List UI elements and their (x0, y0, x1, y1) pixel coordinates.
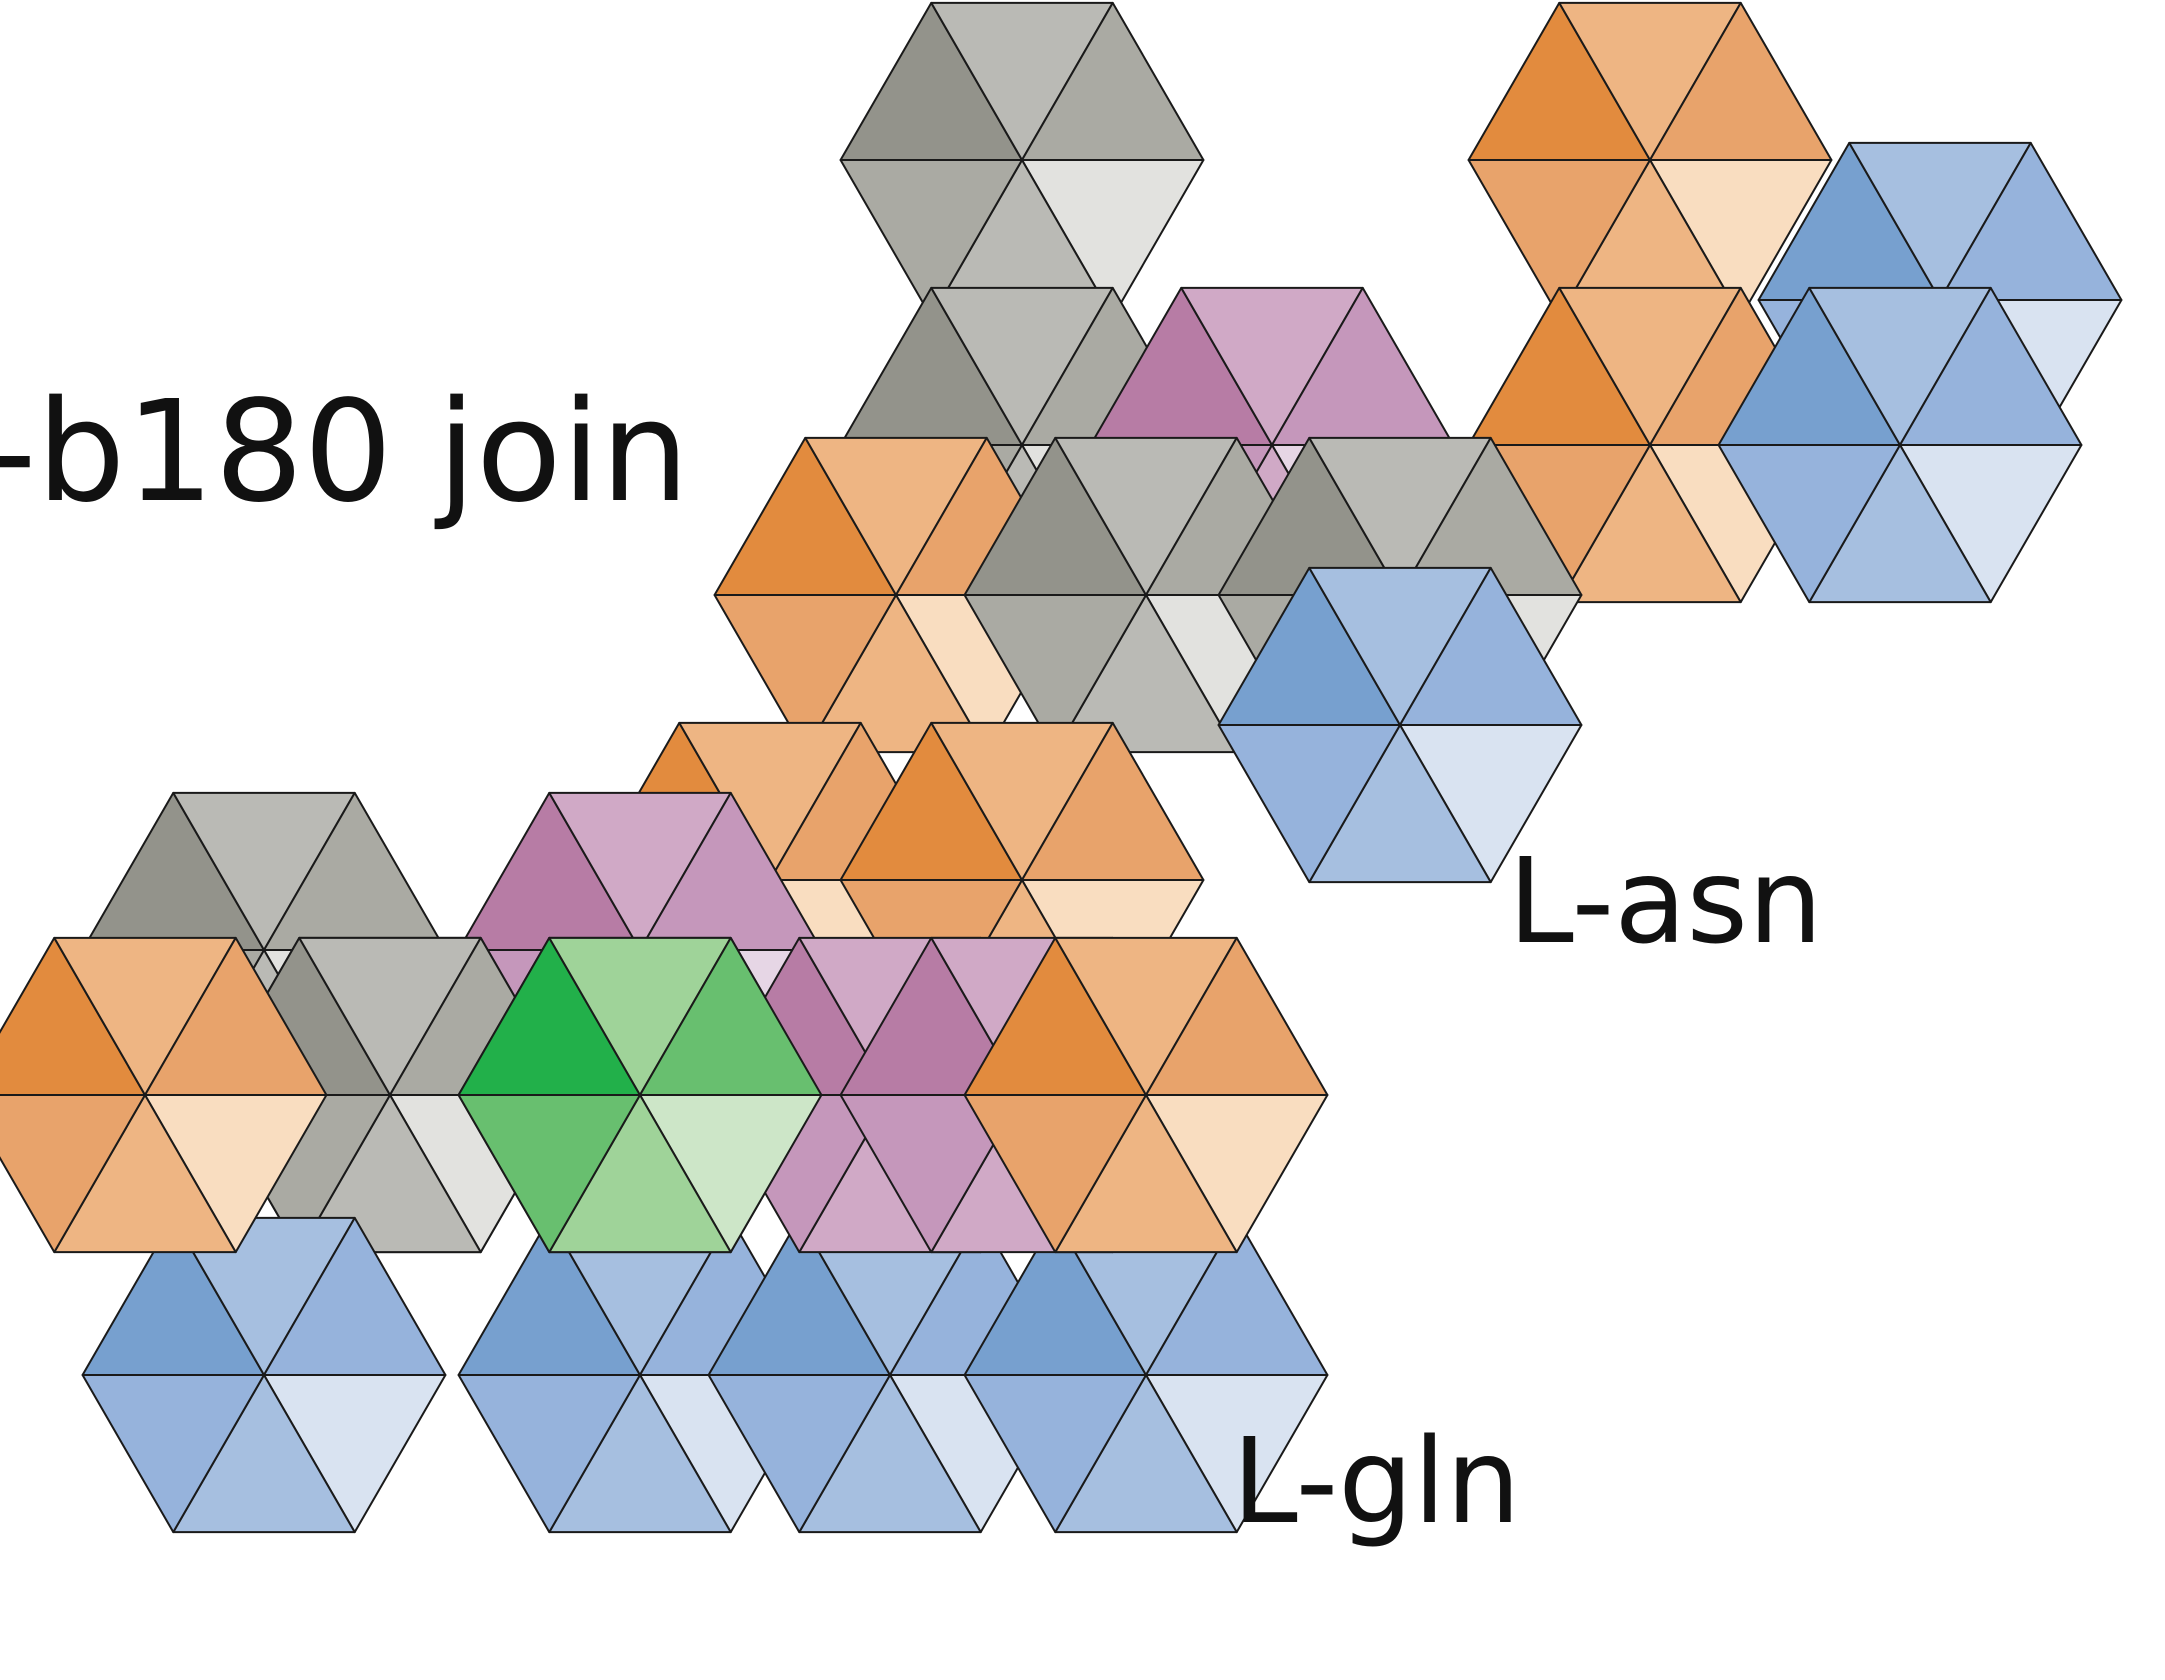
tile-facet (1899, 286, 2083, 446)
tile-gray-0 (839, 1, 1205, 319)
tile-facet (1021, 1, 1205, 161)
tile-orange-26 (963, 936, 1329, 1254)
tile-facet (144, 936, 328, 1096)
tile-facet (263, 1216, 447, 1376)
diagram-title: -b180 join (0, 371, 690, 534)
tile-layer (0, 1, 2123, 1534)
tile-facet (1649, 1, 1833, 161)
label-l-gln: L-gln (1232, 1412, 1521, 1550)
tile-facet (1145, 936, 1329, 1096)
tile-blue-6 (1717, 286, 2083, 604)
tile-blue-17 (81, 1216, 447, 1534)
tile-facet (1145, 1216, 1329, 1376)
tile-blue-20 (963, 1216, 1329, 1534)
tile-orange-23 (0, 936, 328, 1254)
tile-facet (1939, 141, 2123, 301)
label-l-asn: L-asn (1508, 832, 1823, 970)
tile-blue-15 (1217, 566, 1583, 884)
tile-gray-8 (963, 436, 1329, 754)
tile-orange-1 (1467, 1, 1833, 319)
tile-facet (1021, 721, 1205, 881)
tile-facet (639, 936, 823, 1096)
tile-green-24 (457, 936, 823, 1254)
tile-facet (1399, 566, 1583, 726)
tile-orange-5 (1467, 286, 1833, 604)
